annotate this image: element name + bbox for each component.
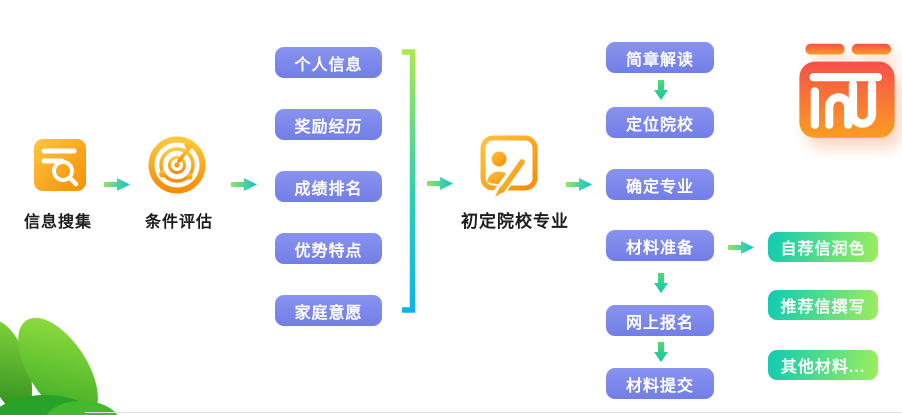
material-pill: 推荐信撰写 bbox=[768, 290, 878, 320]
stage-label-shortlist: 初定院校专业 bbox=[461, 212, 569, 231]
material-pill: 其他材料... bbox=[768, 350, 878, 380]
step-pill: 简章解读 bbox=[606, 42, 714, 73]
profile-document-icon bbox=[479, 134, 541, 207]
step-pill: 定位院校 bbox=[606, 107, 714, 138]
bracket-icon bbox=[399, 49, 417, 318]
arrow-right-icon bbox=[565, 177, 593, 192]
material-pill: 自荐信润色 bbox=[768, 232, 878, 262]
arrow-down-icon bbox=[653, 341, 669, 363]
radar-icon bbox=[148, 136, 206, 199]
input-pill: 个人信息 bbox=[275, 47, 382, 78]
arrow-down-icon bbox=[653, 272, 669, 294]
stage-label-collect: 信息搜集 bbox=[23, 214, 92, 231]
divider bbox=[85, 412, 902, 413]
arrow-right-icon bbox=[426, 176, 454, 191]
input-pill: 奖励经历 bbox=[275, 109, 382, 140]
logo-icon bbox=[797, 40, 897, 155]
stage-label-evaluate: 条件评估 bbox=[144, 214, 213, 231]
arrow-down-icon bbox=[653, 79, 669, 101]
input-pill: 成绩排名 bbox=[275, 171, 382, 202]
arrow-right-icon bbox=[230, 177, 258, 192]
step-pill: 材料提交 bbox=[606, 368, 714, 399]
step-pill: 网上报名 bbox=[606, 305, 714, 336]
arrow-right-icon bbox=[103, 177, 131, 192]
step-pill: 确定专业 bbox=[606, 169, 714, 200]
arrow-right-icon bbox=[727, 240, 755, 255]
leaf-decoration bbox=[0, 277, 150, 415]
input-pill: 家庭意愿 bbox=[275, 295, 382, 326]
input-pill: 优势特点 bbox=[275, 233, 382, 264]
document-search-icon bbox=[33, 138, 87, 197]
step-pill: 材料准备 bbox=[606, 230, 714, 261]
